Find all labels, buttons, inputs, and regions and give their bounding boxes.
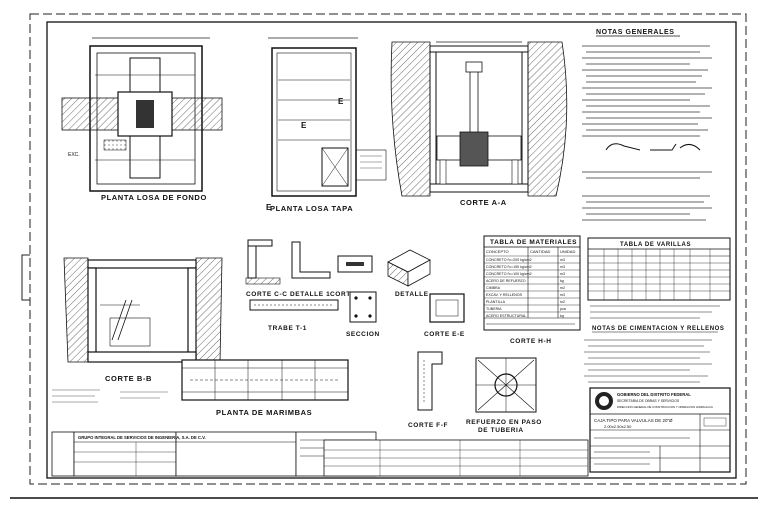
mat-header-cantidad: CANTIDAD (530, 249, 551, 254)
title-block: GOBIERNO DEL DISTRITO FEDERAL SECRETARIA… (589, 387, 731, 473)
notas-generales-title: NOTAS GENERALES (596, 29, 675, 36)
notas-cimentacion: NOTAS DE CIMENTACION Y RELLENOS (584, 326, 725, 383)
view-corte-f-f: CORTE F-F (408, 351, 448, 429)
label-corte-c-c: CORTE C-C (246, 291, 288, 298)
agency-secretaria: SECRETARIA DE OBRAS Y SERVICIOS (617, 399, 680, 403)
mat-cell: kg (560, 314, 564, 318)
mat-cell: kg (560, 279, 564, 283)
view-refuerzo: REFUERZO EN PASO DE TUBERIA (466, 357, 542, 434)
label-planta-marimbas: PLANTA DE MARIMBAS (216, 408, 312, 417)
project-title: CAJA TIPO PARA VALVULAS DE 20"Ø (594, 418, 673, 423)
view-planta-losa-fondo: EXC. PLANTA LOSA DE FONDO (61, 37, 223, 202)
label-corte-h-h: CORTE H-H (510, 338, 552, 345)
view-seccion: SECCION (346, 291, 380, 338)
mat-cell: EXCAV. Y RELLENOS (486, 293, 523, 297)
label-corte-b-b: CORTE B-B (105, 374, 152, 383)
mat-cell: TUBERIA (486, 307, 502, 311)
mat-cell: ACERO DE REFUERZO (486, 279, 526, 283)
mat-header-concepto: CONCEPTO (486, 249, 509, 254)
tabla-varillas: TABLA DE VARILLAS (587, 237, 731, 319)
mat-cell: CONCRETO f'c=100 kg/cm2 (486, 272, 532, 276)
mat-cell: m3 (560, 265, 565, 269)
bottom-tables: GRUPO INTEGRAL DE SERVICIOS DE INGENIERI… (51, 431, 589, 477)
label-refuerzo-line2: DE TUBERIA (478, 427, 524, 434)
company-name: GRUPO INTEGRAL DE SERVICIOS DE INGENIERI… (78, 435, 206, 440)
label-corte-a-a: CORTE A-A (460, 198, 507, 207)
label-corte-f-f: CORTE F-F (408, 422, 448, 429)
notas-cimentacion-title: NOTAS DE CIMENTACION Y RELLENOS (592, 326, 725, 332)
mat-header-unidad: UNIDAD (560, 249, 575, 254)
view-planta-losa-tapa: E E E PLANTA LOSA TAPA (266, 37, 387, 213)
svg-text:EXC.: EXC. (68, 152, 80, 158)
mat-cell: ACERO ESTRUCTURAL (486, 314, 526, 318)
mat-cell: pza (560, 307, 566, 311)
view-detalle-1: DETALLE 1 (290, 241, 331, 298)
mat-cell: m2 (560, 286, 565, 290)
tabla-varillas-title: TABLA DE VARILLAS (620, 242, 691, 248)
mat-cell: m3 (560, 293, 565, 297)
svg-text:E: E (301, 121, 307, 130)
view-planta-marimbas: PLANTA DE MARIMBAS (181, 359, 349, 417)
label-detalle-1: DETALLE 1 (290, 291, 330, 298)
view-corte-c-c: CORTE C-C (245, 239, 288, 298)
mat-cell: PLANTILLA (486, 300, 506, 304)
view-corte-a-a: CORTE A-A (390, 41, 568, 207)
project-dims: 2.00x2.50x2.50 (604, 424, 632, 429)
mat-cell: CONCRETO f'c=200 kg/cm2 (486, 258, 532, 262)
agency-direccion: DIRECCION GENERAL DE CONSTRUCCION Y OPER… (617, 405, 713, 409)
svg-text:E: E (266, 203, 272, 212)
mat-cell: CONCRETO f'c=150 kg/cm2 (486, 265, 532, 269)
tabla-materiales: TABLA DE MATERIALES CONCEPTO CANTIDAD UN… (483, 235, 581, 331)
view-trabe-t1: TRABE T-1 (249, 299, 339, 332)
label-detalle: DETALLE (395, 291, 429, 298)
label-seccion: SECCION (346, 331, 380, 338)
notes-left (52, 389, 168, 403)
label-planta-losa-tapa: PLANTA LOSA TAPA (270, 204, 353, 213)
mat-cell: m3 (560, 272, 565, 276)
mat-cell: m3 (560, 258, 565, 262)
tabla-materiales-title: TABLA DE MATERIALES (490, 239, 577, 246)
label-planta-losa-fondo: PLANTA LOSA DE FONDO (101, 193, 207, 202)
mat-cell: m2 (560, 300, 565, 304)
outer-border (29, 13, 747, 485)
view-detalle: DETALLE (387, 249, 431, 298)
view-corte-b-b: CORTE B-B (63, 257, 223, 383)
view-corte-e-e: CORTE E-E (424, 293, 465, 338)
label-trabe-t1: TRABE T-1 (268, 325, 307, 332)
notas-generales: NOTAS GENERALES (582, 29, 712, 221)
agency-name: GOBIERNO DEL DISTRITO FEDERAL (617, 392, 691, 397)
inner-border (46, 21, 737, 479)
svg-text:E: E (338, 97, 344, 106)
label-corte-e-e: CORTE E-E (424, 331, 465, 338)
label-refuerzo-line1: REFUERZO EN PASO (466, 419, 542, 426)
mat-cell: CIMBRA (486, 286, 501, 290)
